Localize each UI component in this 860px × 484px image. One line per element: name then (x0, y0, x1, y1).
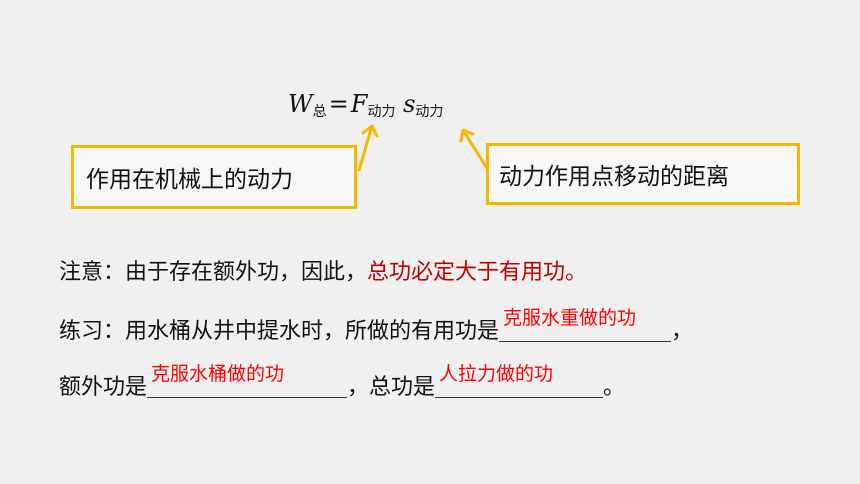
formula-w: W (288, 90, 313, 118)
note-emphasis: 总功必定大于有用功。 (367, 260, 588, 285)
formula-s-subscript: 动力 (415, 104, 444, 120)
force-label-box: 作用在机械上的动力 (71, 145, 357, 209)
note-line: 注意：由于存在额外功，因此，总功必定大于有用功。 (59, 258, 587, 288)
formula-w-subscript: 总 (312, 104, 327, 120)
answer-blank-3: 人拉力做的功 (435, 363, 604, 398)
work-formula: W总=F动力 s动力 (288, 92, 443, 119)
exercise-line-2: 额外功是克服水桶做的功 ，总功是人拉力做的功。 (59, 363, 626, 403)
answer-blank-1: 克服水重做的功 (499, 307, 672, 342)
arrow-to-distance (459, 128, 490, 172)
formula-f: F (350, 90, 368, 118)
exercise-period: 。 (603, 375, 626, 400)
exercise-line-1: 练习：用水桶从井中提水时，所做的有用功是克服水重做的功 ， (59, 307, 694, 347)
answer-2: 克服水桶做的功 (151, 363, 285, 385)
exercise-question: 练习：用水桶从井中提水时，所做的有用功是 (59, 319, 500, 344)
answer-3: 人拉力做的功 (439, 363, 554, 385)
extra-work-label: 额外功是 (59, 375, 148, 400)
answer-blank-2: 克服水桶做的功 (147, 363, 348, 398)
answer-1: 克服水重做的功 (503, 307, 637, 329)
distance-label: 动力作用点移动的距离 (499, 164, 729, 190)
force-label: 作用在机械上的动力 (86, 167, 293, 193)
exercise-comma: ， (671, 319, 694, 344)
total-work-label: ，总功是 (347, 375, 436, 400)
formula-f-subscript: 动力 (367, 104, 396, 120)
note-prefix: 注意：由于存在额外功，因此， (59, 260, 368, 285)
formula-equals: = (328, 90, 349, 118)
distance-label-box: 动力作用点移动的距离 (486, 143, 800, 205)
formula-s: s (403, 90, 416, 118)
arrow-to-force (357, 124, 379, 172)
